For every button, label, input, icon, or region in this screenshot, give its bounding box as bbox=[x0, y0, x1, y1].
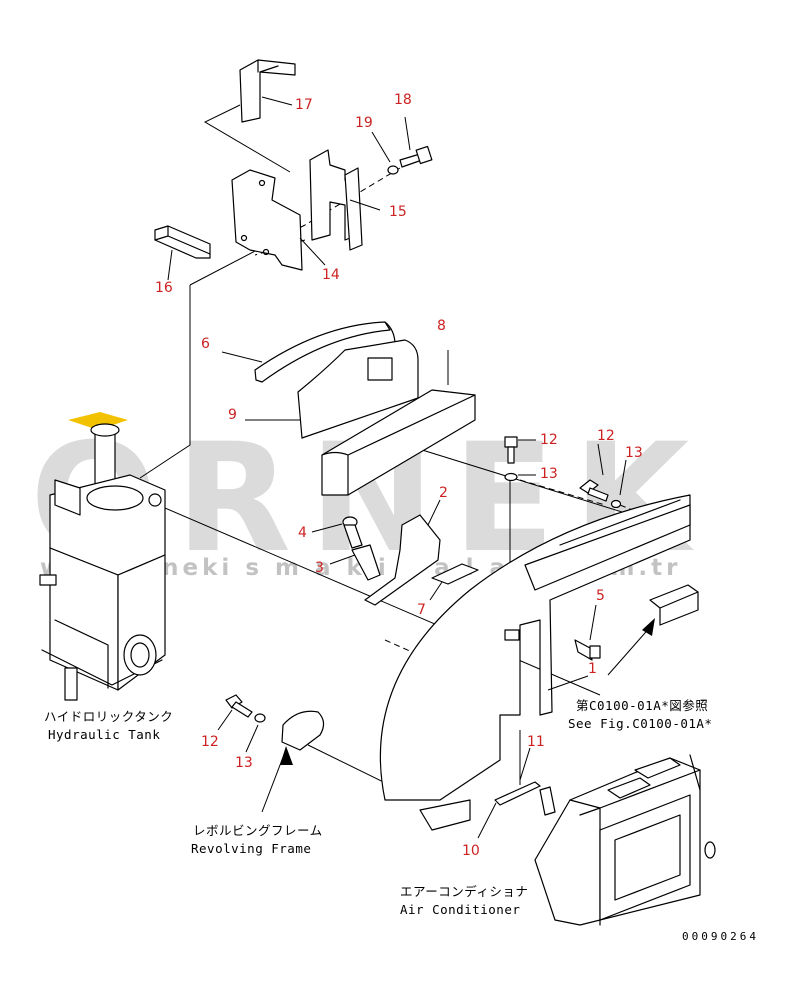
callout-19[interactable]: 19 bbox=[355, 115, 373, 131]
callout-3[interactable]: 3 bbox=[315, 560, 324, 576]
callout-18[interactable]: 18 bbox=[394, 92, 412, 108]
callout-15[interactable]: 15 bbox=[389, 204, 407, 220]
caption-ref-jp: 第C0100-01A*図参照 bbox=[576, 698, 708, 713]
callout-5[interactable]: 5 bbox=[596, 588, 605, 604]
callout-10[interactable]: 10 bbox=[462, 843, 480, 859]
assembly-dash-13a bbox=[519, 479, 606, 506]
callout-1[interactable]: 1 bbox=[588, 661, 597, 677]
callout-6[interactable]: 6 bbox=[201, 336, 210, 352]
caption-air-conditioner-en: Air Conditioner bbox=[400, 902, 520, 917]
part-11-strip[interactable] bbox=[539, 786, 556, 816]
callout-13-b[interactable]: 13 bbox=[625, 445, 643, 461]
caption-revolving-frame-en: Revolving Frame bbox=[191, 841, 311, 856]
hydraulic-tank[interactable] bbox=[39, 423, 166, 701]
drawing-code: 00090264 bbox=[682, 930, 759, 943]
caption-hydraulic-tank-jp: ハイドロリックタンク bbox=[44, 709, 173, 724]
caption-hydraulic-tank-en: Hydraulic Tank bbox=[48, 727, 160, 742]
part-10-strip[interactable] bbox=[494, 781, 541, 806]
callout-11[interactable]: 11 bbox=[527, 734, 545, 750]
part-19-washer[interactable] bbox=[387, 165, 399, 175]
ref-arrow-icon bbox=[642, 618, 655, 636]
callout-12-c[interactable]: 12 bbox=[201, 734, 219, 750]
revolving-frame[interactable] bbox=[281, 710, 325, 751]
part-13-washer-b[interactable] bbox=[610, 499, 622, 509]
callout-8[interactable]: 8 bbox=[437, 318, 446, 334]
part-12-bolt-b[interactable] bbox=[579, 479, 609, 502]
part-7-bracket[interactable] bbox=[431, 563, 479, 585]
callout-12-a[interactable]: 12 bbox=[540, 432, 558, 448]
part-14-plate[interactable] bbox=[231, 169, 303, 271]
captions: ハイドロリックタンク Hydraulic Tank 第C0100-01A*図参照… bbox=[44, 698, 759, 943]
caption-air-conditioner-jp: エアーコンディショナ bbox=[400, 884, 528, 899]
callout-2[interactable]: 2 bbox=[439, 485, 448, 501]
part-18-bolt[interactable] bbox=[399, 145, 433, 168]
part-3-clamp[interactable] bbox=[351, 544, 381, 581]
air-conditioner[interactable] bbox=[534, 754, 716, 926]
part-17-spacer[interactable] bbox=[239, 59, 296, 123]
callout-13-c[interactable]: 13 bbox=[235, 755, 253, 771]
callout-16[interactable]: 16 bbox=[155, 280, 173, 296]
callout-17[interactable]: 17 bbox=[295, 97, 313, 113]
part-12-bolt-a[interactable] bbox=[504, 436, 518, 464]
part-8-block[interactable] bbox=[321, 389, 476, 496]
caption-ref-en: See Fig.C0100-01A* bbox=[568, 716, 712, 731]
callout-7[interactable]: 7 bbox=[417, 602, 426, 618]
part-4-bolt[interactable] bbox=[342, 516, 363, 549]
callouts: 17 18 19 15 14 16 8 6 9 12 12 13 13 2 4 … bbox=[155, 92, 643, 859]
assembly-line-16 bbox=[139, 285, 191, 479]
part-9-panel[interactable] bbox=[297, 339, 419, 439]
callout-14[interactable]: 14 bbox=[322, 267, 340, 283]
part-12-bolt-c[interactable] bbox=[225, 694, 253, 718]
part-5-bolt[interactable] bbox=[574, 639, 601, 661]
callout-13-a[interactable]: 13 bbox=[540, 466, 558, 482]
caption-revolving-frame-jp: レボルビングフレーム bbox=[193, 823, 323, 838]
part-1-cover[interactable] bbox=[379, 494, 691, 831]
part-15-bracket[interactable] bbox=[309, 149, 363, 251]
callout-leaders bbox=[167, 96, 655, 839]
part-2-bracket[interactable] bbox=[364, 514, 441, 606]
callout-9[interactable]: 9 bbox=[228, 407, 237, 423]
callout-12-b[interactable]: 12 bbox=[597, 428, 615, 444]
part-13-washer-a[interactable] bbox=[504, 472, 518, 482]
assembly-line-17 bbox=[203, 104, 291, 173]
callout-4[interactable]: 4 bbox=[298, 525, 307, 541]
part-16-bar[interactable] bbox=[154, 225, 211, 259]
frame-arrow-icon bbox=[280, 746, 293, 765]
part-13-washer-c[interactable] bbox=[254, 713, 266, 723]
watermark-logo-accent bbox=[68, 412, 128, 430]
side-bracket[interactable] bbox=[649, 584, 699, 626]
